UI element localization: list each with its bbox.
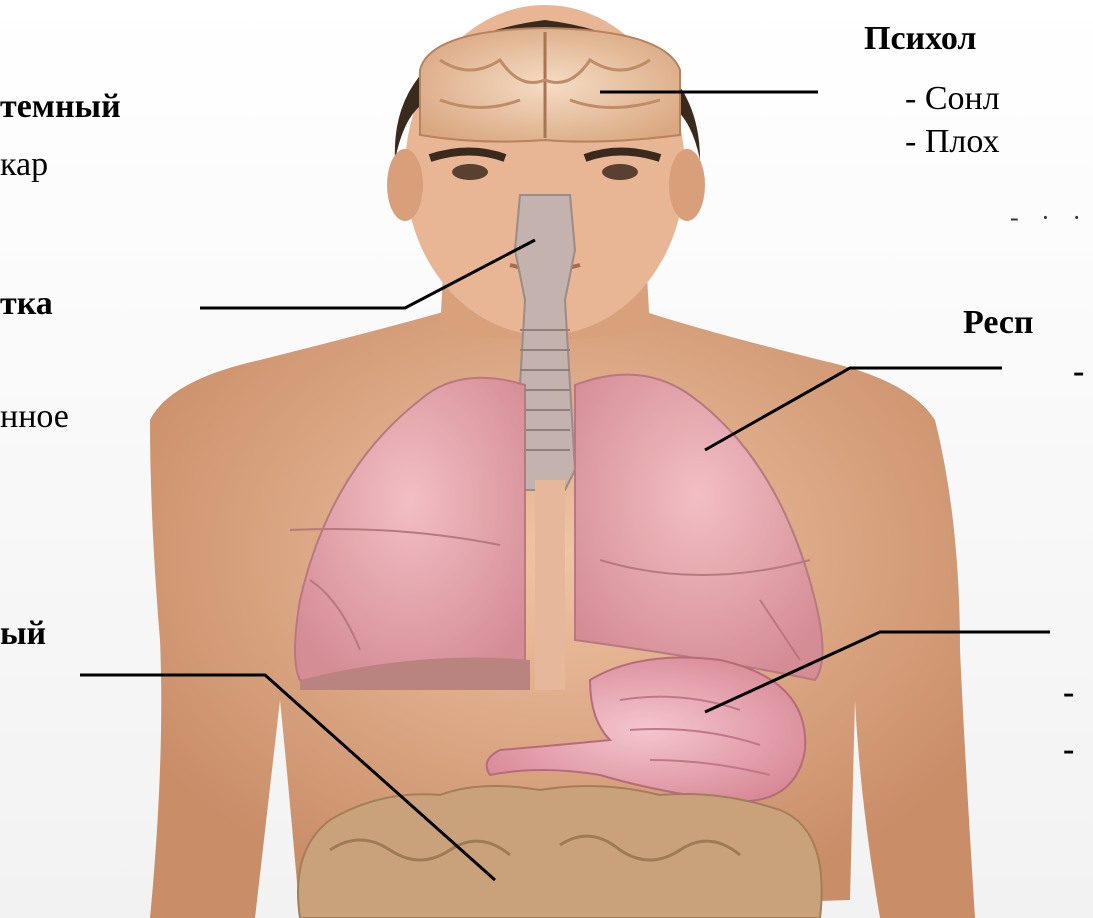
right-label-dash-3: -: [1063, 733, 1074, 767]
right-label-item-3: - · ·: [1010, 205, 1089, 231]
right-label-item-2: - Плох: [905, 125, 1000, 159]
right-label-dash-1: -: [1073, 355, 1084, 389]
left-label-1: темный: [0, 90, 121, 124]
right-label-item-1: - Сонл: [905, 82, 1000, 116]
left-ear: [387, 149, 423, 221]
right-eye: [602, 164, 638, 180]
brain-illustration: [420, 28, 680, 142]
left-label-3: тка: [0, 287, 53, 321]
left-label-2: кар: [0, 148, 48, 182]
right-label-heading-resp: Респ: [963, 306, 1034, 340]
right-label-heading-psych: Психол: [864, 22, 976, 56]
left-eye: [452, 164, 488, 180]
esophagus: [535, 480, 565, 690]
intestine-illustration: [298, 786, 822, 918]
right-label-dash-2: -: [1063, 676, 1074, 710]
left-label-4: нное: [0, 400, 69, 434]
left-label-5: ый: [0, 617, 46, 651]
right-ear: [669, 149, 705, 221]
